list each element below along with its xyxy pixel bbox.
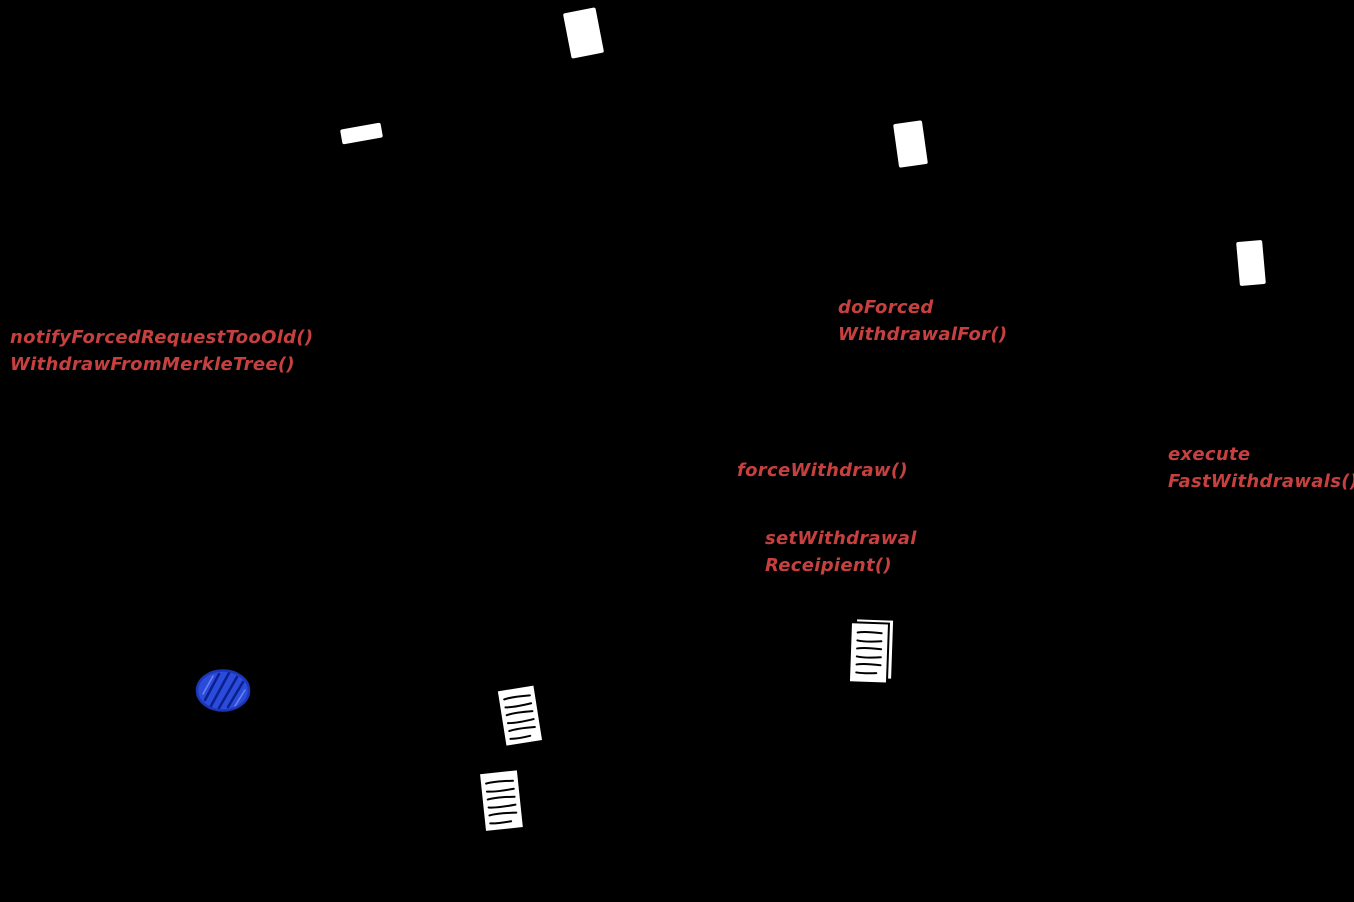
label-force-withdraw: forceWithdraw() — [737, 457, 908, 484]
lined-document-icon — [477, 767, 528, 835]
label-line: execute — [1168, 444, 1251, 465]
blank-page-icon — [562, 7, 605, 59]
label-line: setWithdrawal — [765, 528, 917, 549]
label-line: doForced — [838, 297, 934, 318]
label-line: Receipient() — [765, 555, 892, 576]
scribble-ellipse-icon — [195, 668, 251, 713]
blank-page-icon — [893, 120, 928, 168]
label-do-forced-withdrawal: doForced WithdrawalFor() — [838, 294, 1007, 348]
label-line: forceWithdraw() — [737, 460, 908, 481]
label-line: WithdrawFromMerkleTree() — [10, 354, 295, 375]
label-notify-forced-request: notifyForcedRequestTooOld() WithdrawFrom… — [10, 324, 313, 378]
label-set-withdrawal-recipient: setWithdrawal Receipient() — [765, 525, 917, 579]
lined-document-icon — [494, 682, 547, 750]
label-line: notifyForcedRequestTooOld() — [10, 327, 314, 348]
small-page-icon — [340, 122, 383, 145]
label-execute-fast-withdrawals: execute FastWithdrawals() — [1168, 441, 1354, 495]
blank-page-icon — [1236, 239, 1266, 287]
label-line: FastWithdrawals() — [1168, 471, 1354, 492]
label-line: WithdrawalFor() — [838, 324, 1008, 345]
lined-document-icon — [847, 617, 899, 687]
